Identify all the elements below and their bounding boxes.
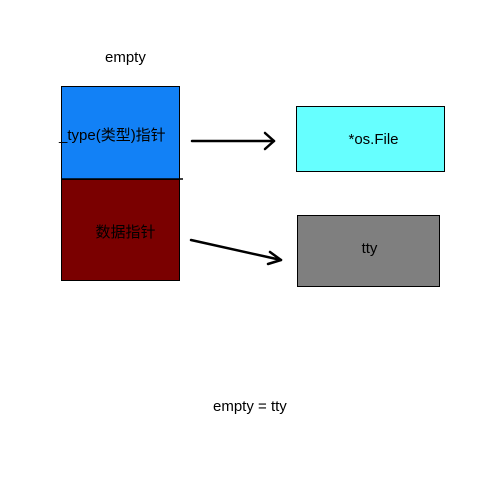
type-pointer-box: _type(类型)指针 (59, 86, 180, 180)
tty-label: tty (361, 239, 378, 257)
data-pointer-box: 数据指针 (61, 179, 180, 281)
arrow-type-to-osfile (190, 131, 276, 151)
data-pointer-label: 数据指针 (95, 223, 156, 241)
os-file-box: *os.File (296, 106, 445, 172)
diagram-title: empty (105, 49, 146, 66)
tty-box: tty (297, 215, 440, 287)
assignment-caption: empty = tty (213, 398, 287, 415)
type-pointer-label: _type(类型)指针 (59, 126, 166, 144)
arrow-data-to-tty (189, 238, 283, 266)
os-file-label: *os.File (348, 130, 399, 148)
